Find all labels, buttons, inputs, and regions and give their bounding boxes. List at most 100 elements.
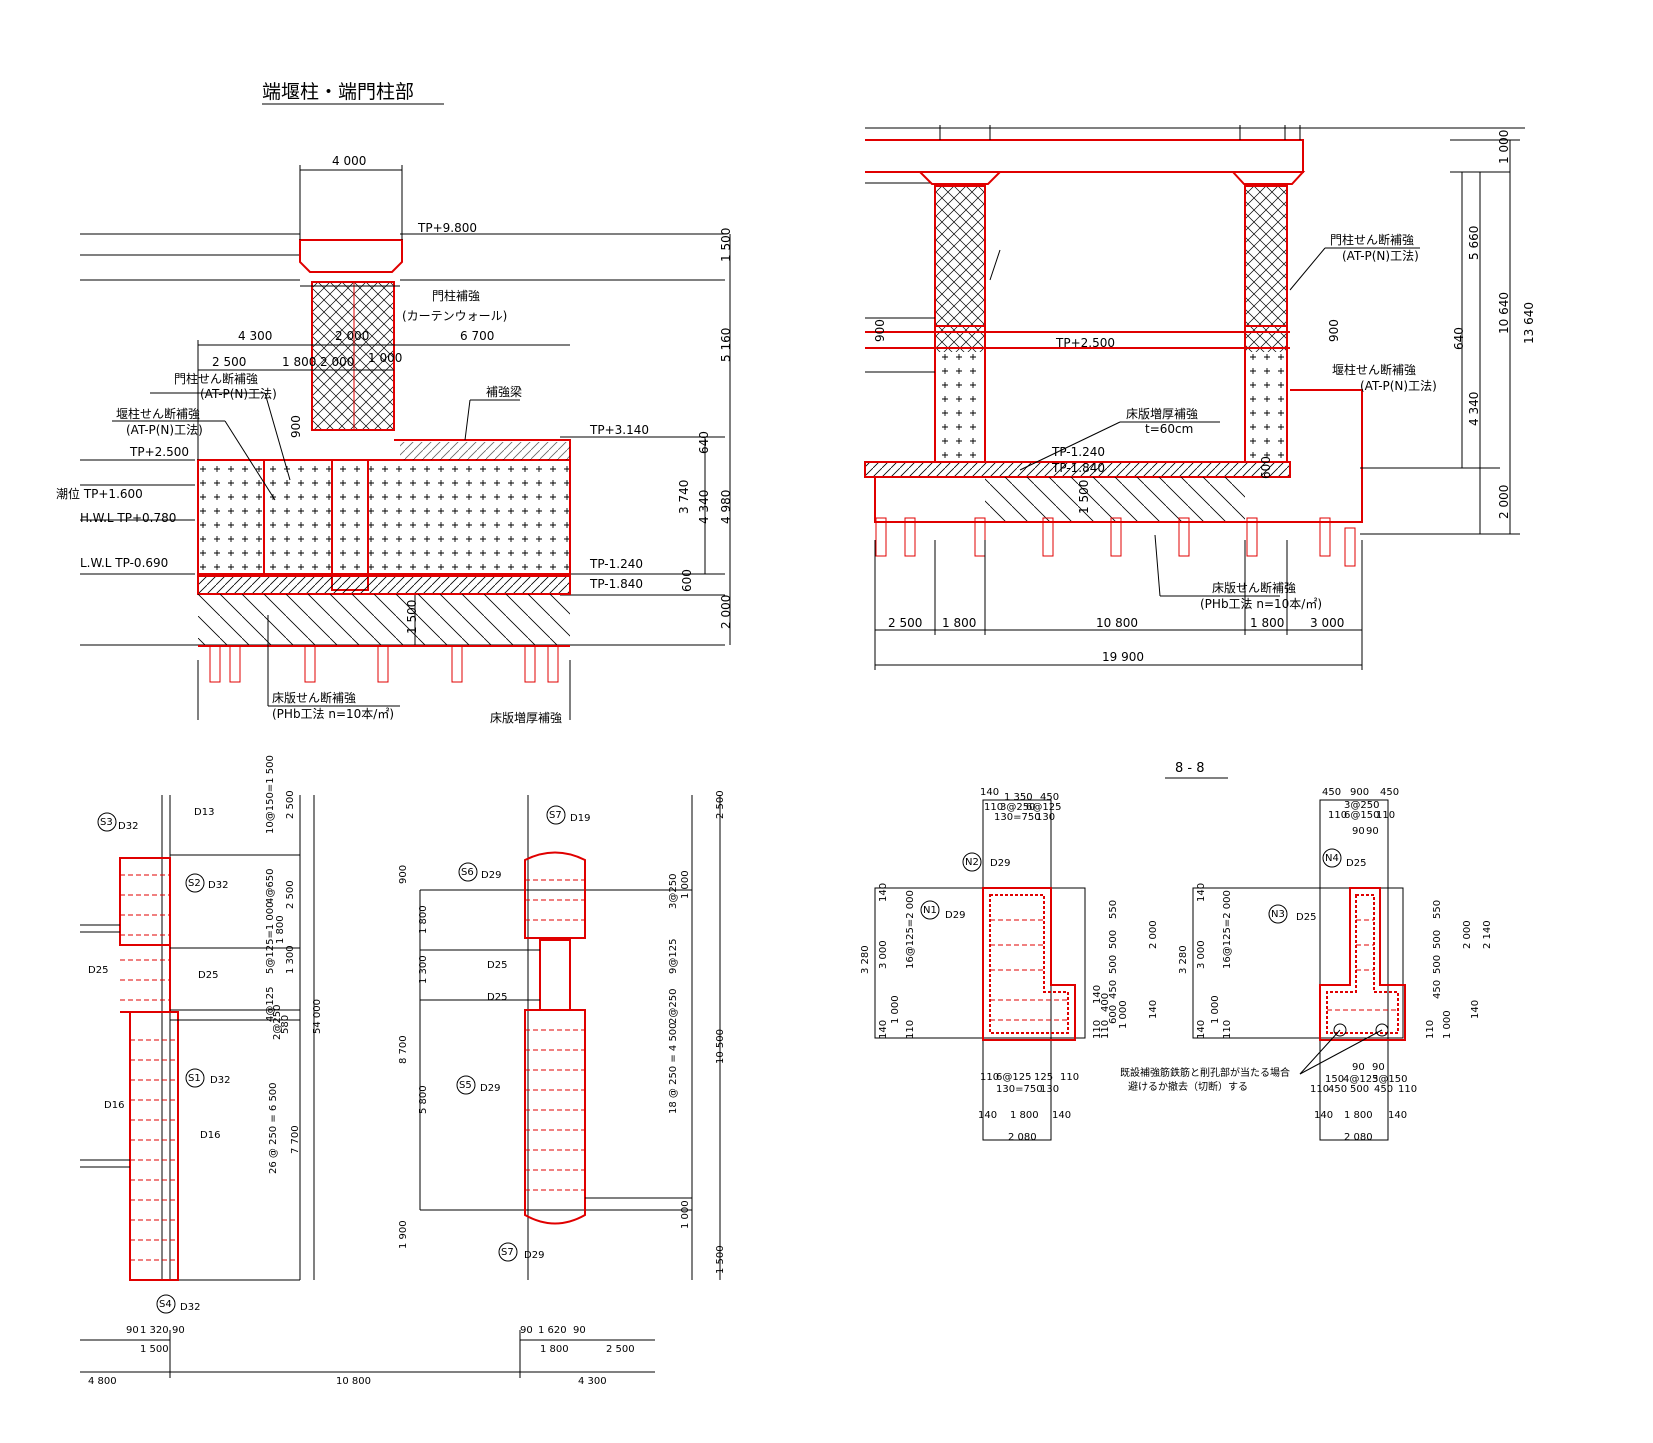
panel-d-title: 8 - 8	[1175, 761, 1205, 776]
panel-c-bar-marks: S3 D32 D13 S2 D32 D25 D25 S1 D32 D16 D16…	[88, 805, 590, 1314]
dim-label: 2 000	[719, 595, 733, 629]
dim-label: 110	[1060, 1072, 1079, 1083]
bar-mark: N1	[923, 905, 937, 916]
dim-label: 1 900	[398, 1220, 409, 1249]
panel-a-labels: 門柱補強 (カーテンウォール) 門柱せん断補強 (AT-P(N)工法) 堰柱せん…	[116, 288, 562, 725]
dim-label: 90	[126, 1325, 139, 1336]
dim-label: 900	[398, 865, 409, 884]
dim-label: 2 500	[888, 616, 922, 630]
dim-label: 130	[1036, 812, 1055, 823]
dim-label: 2 500	[285, 880, 296, 909]
section-right-bottom-dims: 90 90 150 4@125 3@150 110 450 500 450 11…	[1310, 1062, 1417, 1143]
callout-label: t=60cm	[1145, 422, 1193, 436]
bar-size: D25	[487, 992, 507, 1003]
panel-c-dims-right: 900 1 800 1 300 8 700 5 800 1 900 2 500 …	[398, 790, 726, 1274]
dim-label: 1 800	[275, 915, 286, 944]
water-level: 潮位 TP+1.600	[56, 486, 143, 501]
dim-label: 18 @ 250 = 4 500	[668, 1022, 679, 1114]
dim-label: 3 280	[1178, 945, 1189, 974]
dim-label: 900	[289, 415, 303, 438]
note-line: 避けるか撤去（切断）する	[1128, 1080, 1248, 1093]
dim-label: 1 000	[890, 995, 901, 1024]
dim-label: 1 350	[1004, 792, 1033, 803]
dim-label: 1 800	[1010, 1110, 1039, 1121]
dim-label: 13 640	[1522, 302, 1536, 344]
dim-label: 54 000	[312, 999, 323, 1034]
dim-label: 450	[1108, 980, 1119, 999]
dim-label: 1 620	[538, 1325, 567, 1336]
dim-label: 4 340	[1467, 392, 1481, 426]
level-tp-2500: TP+2.500	[1055, 336, 1115, 350]
dim-label: 900	[1327, 319, 1341, 342]
dim-label: 450	[1322, 787, 1341, 798]
callout-label: 床版せん断補強	[1212, 580, 1296, 595]
dim-label: 110	[1222, 1020, 1233, 1039]
dim-label: 1 000	[368, 351, 402, 365]
dim-label: 3 000	[1196, 940, 1207, 969]
bar-size: D13	[194, 807, 214, 818]
dim-label: 1 320	[140, 1325, 169, 1336]
dim-label: 1 500	[1077, 480, 1091, 514]
bar-size: D29	[480, 1083, 500, 1094]
dim-label: 110	[1376, 810, 1395, 821]
level-tp-2500: TP+2.500	[129, 445, 189, 459]
dim-label: 2 140	[1482, 920, 1493, 949]
callout-label: 床版増厚補強	[490, 711, 562, 725]
panel-c-dims-left: 2 500 10@150=1 500 4@650 1 800 2 500 5@1…	[265, 755, 323, 1174]
dim-label: 90	[1366, 826, 1379, 837]
note-line: 既設補強筋鉄筋と削孔部が当たる場合	[1120, 1066, 1290, 1079]
dim-label: 90	[1372, 1062, 1385, 1073]
dim-label: 1 000	[1118, 1000, 1129, 1029]
section-left-bottom-dims: 110 6@125 125 110 130=750 130 140 1 800 …	[978, 1072, 1079, 1143]
dim-label: 4 340	[697, 490, 711, 524]
dim-label: 1 300	[418, 955, 429, 984]
dim-label: 140	[1196, 883, 1207, 902]
bar-size: D32	[208, 880, 228, 891]
dim-label: 2 000	[320, 355, 354, 369]
dim-label: 500	[1432, 955, 1443, 974]
dim-label: 7 700	[290, 1125, 301, 1154]
panel-a-dimensions: 4 000 4 300 2 000 6 700 2 500 1 800 2 00…	[212, 154, 733, 634]
dim-label: 3 000	[878, 940, 889, 969]
dim-label: 2 500	[212, 355, 246, 369]
section-right-top-dims: 450 900 450 110 3@250 6@150 110 90 90	[1322, 787, 1399, 837]
dim-label: 110	[1092, 1020, 1103, 1039]
callout-label: 床版せん断補強	[272, 690, 356, 705]
dim-label: 2 500	[285, 790, 296, 819]
bar-size: D29	[524, 1250, 544, 1261]
dim-label: 10 800	[336, 1376, 371, 1387]
bar-mark: N2	[965, 857, 979, 868]
bar-mark: S3	[100, 817, 113, 828]
section-left-marks: N2 D29 N1 D29	[920, 852, 1010, 921]
panel-a-section: 端堰柱・端門柱部	[56, 81, 733, 725]
bar-size: D29	[945, 910, 965, 921]
section-right-marks: N4 D25 N3 D25	[1268, 848, 1366, 924]
dim-label: 140	[878, 883, 889, 902]
bar-size: D25	[198, 970, 218, 981]
dim-label: 6@150	[1344, 810, 1379, 821]
dim-label: 4 980	[719, 490, 733, 524]
dim-label: 10 800	[1096, 616, 1138, 630]
level-tp-3140: TP+3.140	[589, 423, 649, 437]
dim-label: 2@250	[668, 989, 679, 1024]
callout-label: (AT-P(N)工法)	[1360, 379, 1437, 393]
dim-label: 3@250	[668, 874, 679, 909]
dim-label: 5 160	[719, 328, 733, 362]
section-right-right-dims: 550 500 500 450 2 000 2 140 1 000 140 11…	[1425, 900, 1493, 1039]
dim-label: 2 500	[715, 790, 726, 819]
dim-label: 10 640	[1497, 292, 1511, 334]
dim-label: 1 000	[680, 1200, 691, 1229]
dim-label: 110	[1310, 1084, 1329, 1095]
dim-label: 450	[1432, 980, 1443, 999]
dim-label: 90	[520, 1325, 533, 1336]
bar-size: D32	[180, 1302, 200, 1313]
dim-label: 110	[905, 1020, 916, 1039]
dim-label: 110	[1425, 1020, 1436, 1039]
dim-label: 2 500	[606, 1344, 635, 1355]
dim-label: 6 700	[460, 329, 494, 343]
dim-label: 3@150	[1372, 1074, 1407, 1085]
dim-label: 9@125	[668, 939, 679, 974]
dim-label: 140	[1388, 1110, 1407, 1121]
dim-label: 1 500	[405, 600, 419, 634]
dim-label: 4 300	[578, 1376, 607, 1387]
